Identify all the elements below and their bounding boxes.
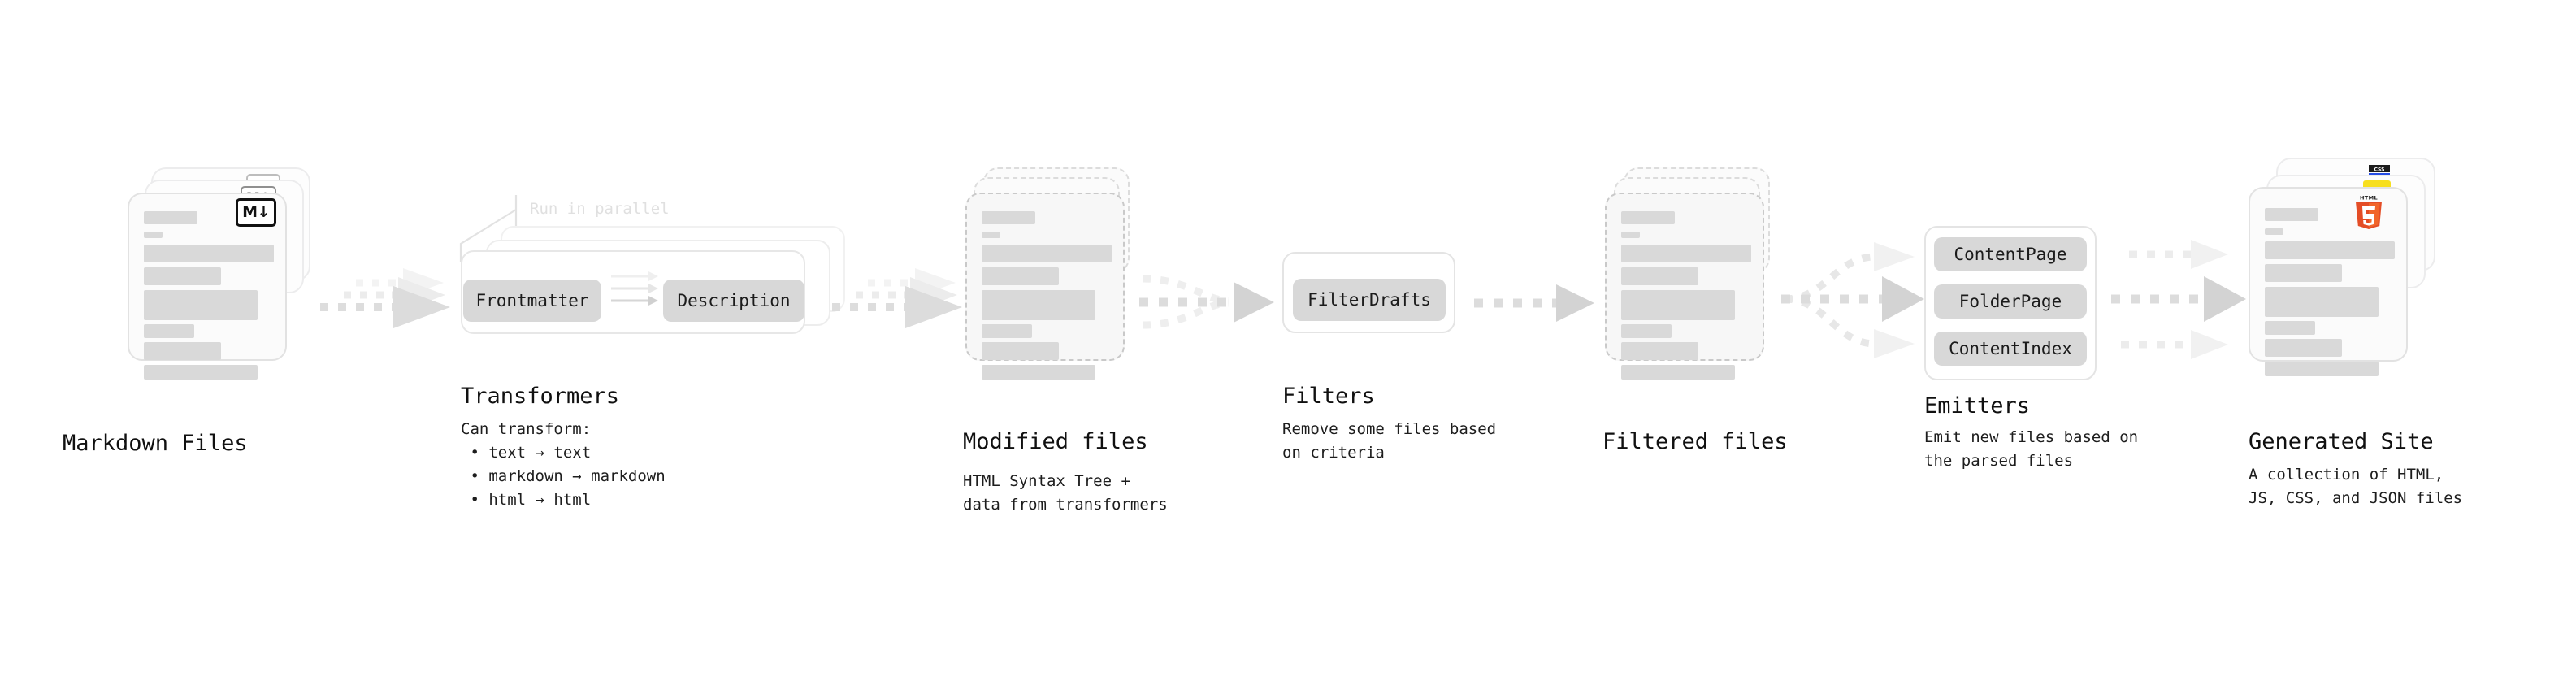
connector-transformers-to-modified-files: [819, 268, 974, 343]
emitter-pill-contentindex[interactable]: ContentIndex: [1934, 332, 2087, 366]
page-title-modified-files: Modified files: [963, 429, 1148, 454]
skeleton-bar: [982, 290, 1095, 320]
skeleton-bar: [2265, 321, 2315, 335]
skeleton-bar: [144, 232, 163, 238]
page-title-generated-site: Generated Site: [2249, 429, 2434, 454]
dashed-stacked-arrow: [320, 268, 450, 328]
html5-badge: HTML: [2356, 195, 2382, 229]
page-title-markdown-files: Markdown Files: [63, 431, 248, 456]
skeleton-bar: [2265, 228, 2283, 235]
skeleton-bar: [2265, 208, 2318, 221]
skeleton-bar: [1621, 365, 1735, 380]
skeleton-bar: [1621, 267, 1698, 285]
skeleton-bar: [982, 324, 1032, 338]
page-caption-transformers: Can transform: • text → text • markdown …: [461, 420, 666, 509]
skeleton-bar: [982, 211, 1035, 224]
page-caption-emitters: Emit new files based on the parsed files: [1924, 428, 2139, 470]
skeleton-bar: [144, 365, 258, 380]
transformer-pill-description[interactable]: Description: [663, 280, 804, 322]
connector-markdown-to-transformers: [307, 268, 462, 343]
svg-text:HTML: HTML: [2360, 195, 2378, 202]
skeleton-bar: [1621, 232, 1640, 238]
emitter-pill-contentpage[interactable]: ContentPage: [1934, 237, 2087, 271]
modified-card-front[interactable]: [965, 193, 1125, 380]
connector-filtered-files-to-emitters: [1778, 226, 1941, 372]
transformer-pill-frontmatter[interactable]: Frontmatter: [463, 280, 601, 322]
skeleton-bar: [144, 342, 221, 360]
page-title-filters: Filters: [1282, 384, 1375, 409]
connector-modified-files-to-filters: [1131, 270, 1286, 345]
dashed-converging-arrow: [1139, 275, 1274, 329]
connector-filters-to-filtered-files: [1471, 283, 1605, 332]
page-title-filtered-files: Filtered files: [1602, 429, 1788, 454]
svg-text:CSS: CSS: [2374, 167, 2385, 172]
page-caption-generated-site: A collection of HTML, JS, CSS, and JSON …: [2249, 466, 2463, 507]
transformer-inner-arrows: [611, 271, 658, 306]
skeleton-bar: [982, 365, 1095, 380]
skeleton-bar: [1621, 324, 1672, 338]
dashed-diverging-arrow: [1781, 242, 1924, 358]
emitter-pill-folderpage[interactable]: FolderPage: [1934, 284, 2087, 319]
skeleton-bar: [2265, 287, 2379, 317]
connector-emitters-to-generated-site: [2103, 226, 2266, 372]
skeleton-bar: [982, 267, 1059, 285]
skeleton-bar: [1621, 342, 1698, 360]
generated-card-front[interactable]: [2249, 187, 2408, 376]
skeleton-bar: [2265, 264, 2342, 282]
dashed-parallel-arrows: [2111, 240, 2246, 359]
skeleton-bar: [2265, 362, 2379, 376]
markdown-badge-front: M↓: [236, 198, 276, 227]
skeleton-bar: [144, 290, 258, 320]
skeleton-bar: [144, 324, 194, 338]
page-caption-filters: Remove some files based on criteria: [1282, 420, 1497, 462]
page-title-transformers: Transformers: [461, 384, 620, 409]
skeleton-bar: [144, 267, 221, 285]
filtered-card-front[interactable]: [1605, 193, 1764, 380]
skeleton-bar: [982, 232, 1000, 238]
page-caption-modified-files: HTML Syntax Tree + data from transformer…: [963, 472, 1168, 514]
skeleton-bar: [1621, 211, 1675, 224]
dashed-stacked-arrow: [832, 268, 962, 328]
skeleton-bar: [144, 245, 274, 262]
skeleton-bar: [1621, 245, 1751, 262]
page-title-emitters: Emitters: [1924, 393, 2031, 419]
css3-badge: CSS: [2369, 165, 2390, 176]
skeleton-bar: [982, 342, 1059, 360]
skeleton-bar: [1621, 290, 1735, 320]
filter-pill-filterdrafts[interactable]: FilterDrafts: [1293, 279, 1446, 321]
skeleton-bar: [144, 211, 197, 224]
skeleton-bar: [2265, 241, 2395, 259]
skeleton-bar: [2265, 339, 2342, 357]
skeleton-bar: [982, 245, 1112, 262]
run-in-parallel-label: Run in parallel: [530, 200, 670, 218]
dashed-single-arrow: [1474, 284, 1594, 322]
